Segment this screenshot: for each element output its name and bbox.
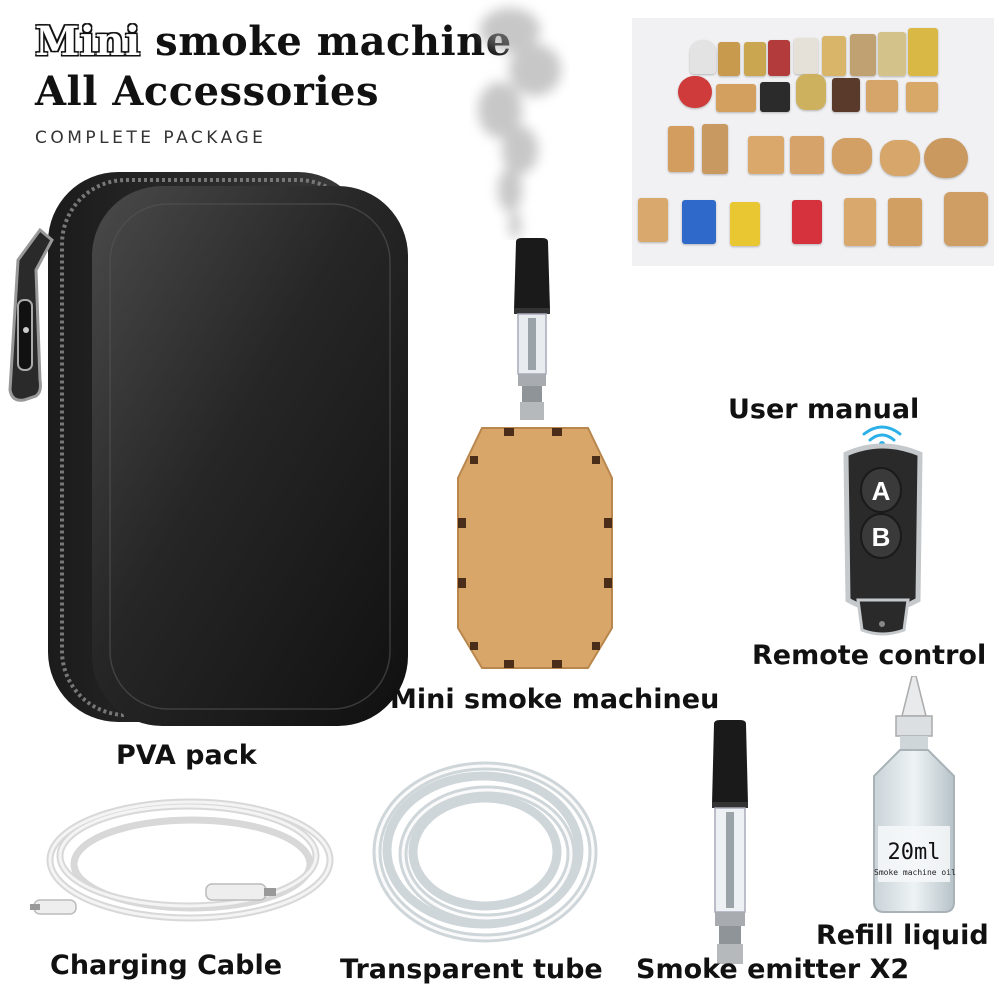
remote-control-image — [843, 425, 923, 636]
mini-box-product — [880, 140, 920, 176]
mini-box-product — [832, 138, 872, 174]
mini-cylinder-product — [822, 36, 846, 76]
label-user-manual: User manual — [728, 394, 920, 425]
product-variety-image — [632, 18, 994, 266]
mini-cylinder-product — [768, 40, 790, 76]
mini-box-product — [906, 82, 938, 112]
label-charging-cable: Charging Cable — [50, 950, 283, 981]
label-smoke-emitter: Smoke emitter X2 — [636, 954, 910, 985]
charging-cable-image — [30, 798, 334, 922]
label-remote-control: Remote control — [752, 640, 987, 671]
transparent-tube-image — [372, 761, 598, 943]
mini-cylinder-product — [908, 28, 938, 76]
mini-smoke-machine-image — [457, 238, 613, 669]
mini-box-product — [760, 82, 790, 112]
mini-box-product — [944, 192, 988, 246]
mini-box-product — [638, 198, 668, 242]
refill-liquid-bottle-image — [873, 676, 955, 913]
label-transparent-tube: Transparent tube — [340, 954, 603, 985]
mini-cylinder-product — [878, 32, 906, 76]
page-title-line2: All Accessories — [35, 68, 380, 115]
mini-box-product — [796, 74, 826, 110]
mini-box-product — [866, 80, 898, 112]
page-title: Mini smoke machine — [35, 22, 512, 62]
mini-cylinder-product — [690, 40, 716, 74]
label-mini-smoke-machine: Mini smoke machineu — [390, 684, 720, 715]
mini-cylinder-product — [744, 42, 766, 76]
mini-box-product — [844, 198, 876, 246]
smoke-emitter-image — [712, 720, 748, 964]
title-highlight: Mini — [35, 18, 141, 65]
mini-box-product — [748, 136, 784, 174]
remote-button-a: A — [871, 476, 891, 506]
mini-box-product — [832, 78, 860, 112]
label-refill-liquid: Refill liquid — [816, 920, 989, 951]
remote-button-b: B — [871, 522, 891, 552]
mini-box-product — [790, 136, 824, 174]
mini-box-product — [924, 138, 968, 178]
pva-pack-case-image — [8, 172, 408, 726]
mini-box-product — [888, 198, 922, 246]
title-rest: smoke machine — [140, 18, 512, 65]
mini-box-product — [682, 200, 716, 244]
mini-cylinder-product — [794, 38, 818, 74]
mini-box-product — [730, 202, 760, 246]
mini-box-product — [678, 76, 712, 108]
mini-box-product — [702, 124, 728, 174]
smoke-illustration — [478, 8, 561, 239]
mini-box-product — [716, 84, 756, 112]
bottle-volume-label: 20ml — [887, 840, 941, 865]
mini-cylinder-product — [718, 42, 740, 76]
label-pva-pack: PVA pack — [116, 740, 257, 771]
bottle-caption-label: Smoke machine oil — [874, 868, 956, 877]
mini-cylinder-product — [850, 34, 876, 76]
mini-box-product — [792, 200, 822, 244]
page-subtitle: COMPLETE PACKAGE — [35, 128, 267, 148]
mini-box-product — [668, 126, 694, 172]
